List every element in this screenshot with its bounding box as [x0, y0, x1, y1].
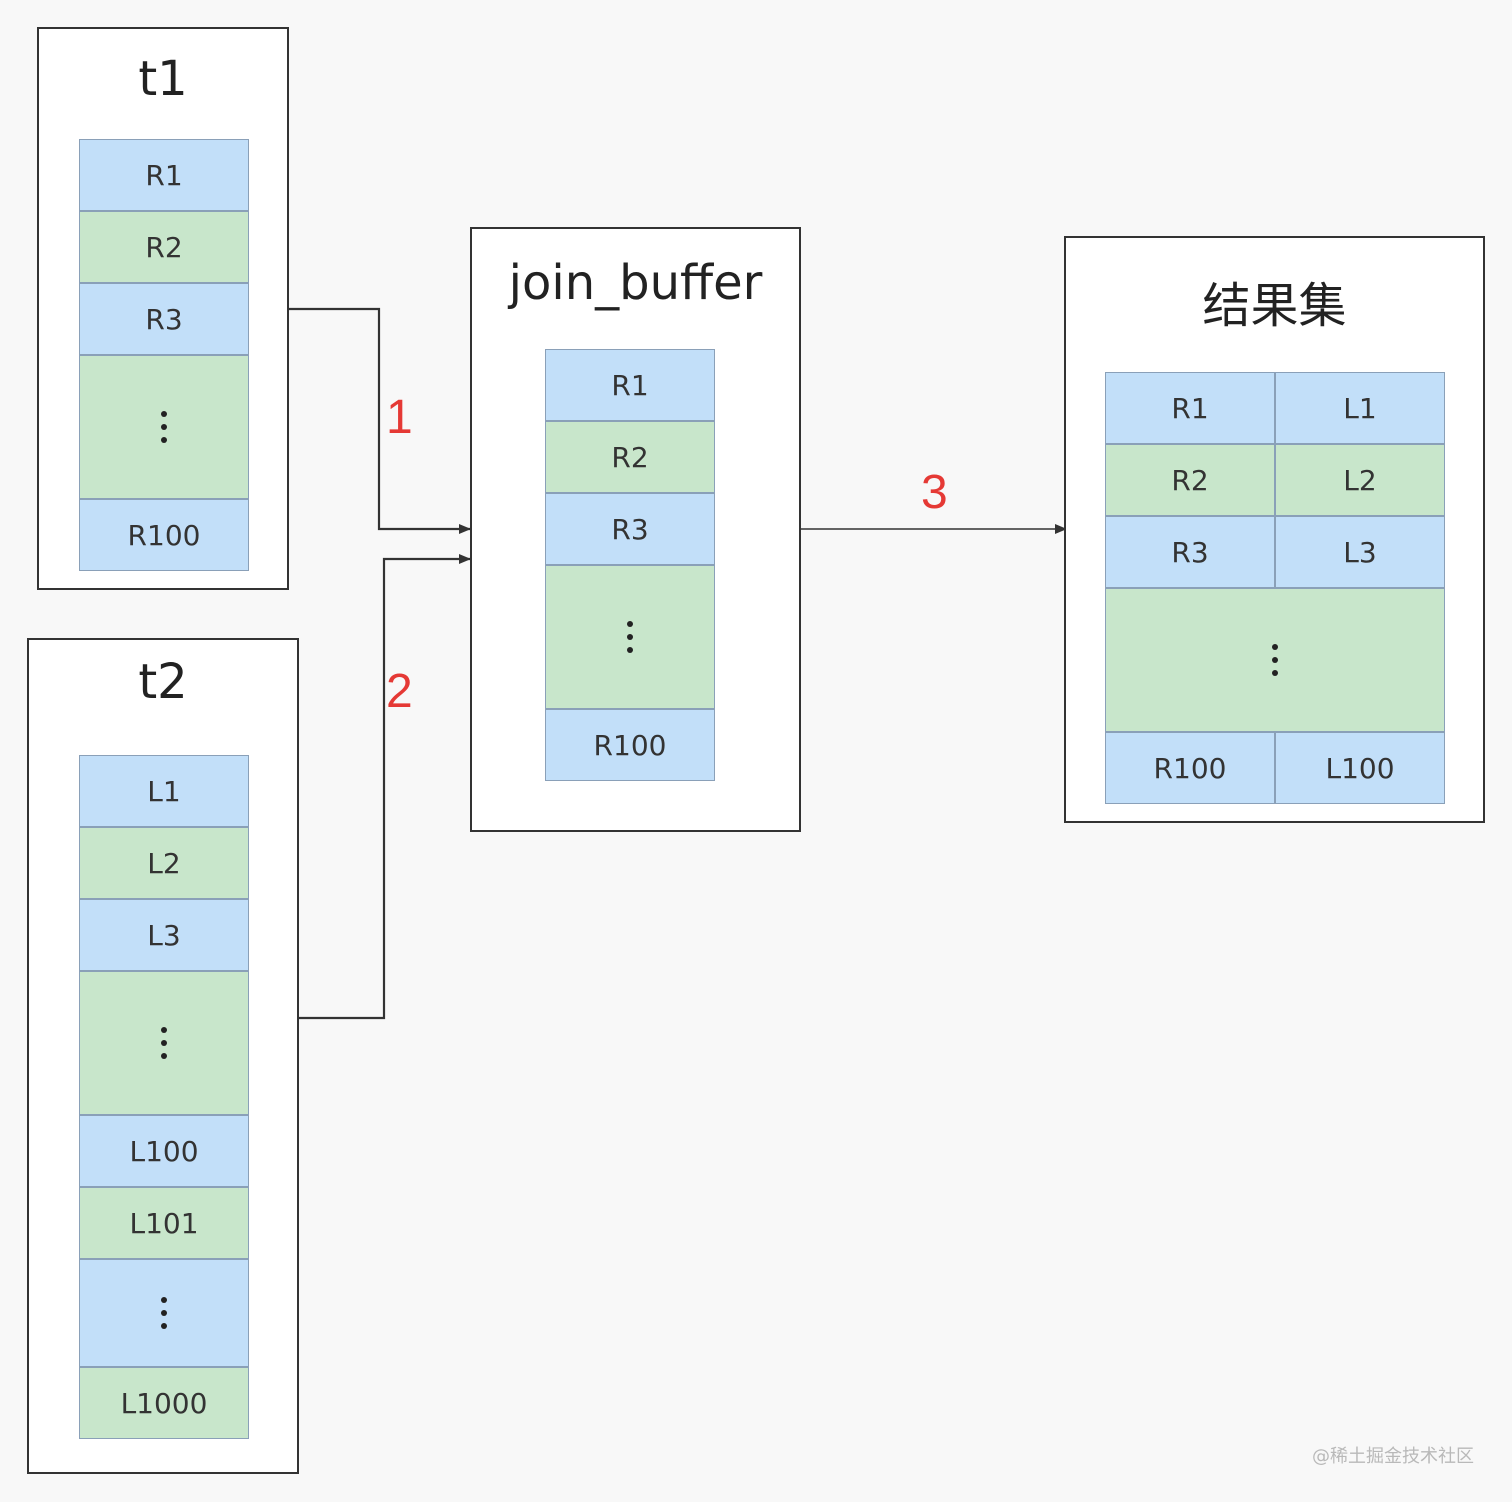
t2-ellipsis-row — [79, 1259, 249, 1367]
result-left-cell: R100 — [1105, 732, 1275, 804]
result-left-cell: R2 — [1105, 444, 1275, 516]
result-right-cell: L1 — [1275, 372, 1445, 444]
join-buffer-row: R100 — [545, 709, 715, 781]
arrow-t1-to-join-buffer — [289, 307, 471, 534]
vertical-ellipsis-icon — [161, 1297, 167, 1329]
t2-row: L1000 — [79, 1367, 249, 1439]
step-label-2: 2 — [386, 665, 413, 718]
t2-ellipsis-row — [79, 971, 249, 1115]
result-set-title: 结果集 — [1202, 278, 1347, 334]
result-right-cell: L2 — [1275, 444, 1445, 516]
result-ellipsis-row — [1105, 588, 1445, 732]
t2-row: L101 — [79, 1187, 249, 1259]
vertical-ellipsis-icon — [161, 411, 167, 443]
step-label-3: 3 — [921, 466, 948, 519]
result-right-cell: L3 — [1275, 516, 1445, 588]
vertical-ellipsis-icon — [161, 1027, 167, 1059]
vertical-ellipsis-icon — [1272, 644, 1278, 676]
table-t2-title: t2 — [138, 654, 188, 710]
result-right-cell: L100 — [1275, 732, 1445, 804]
watermark: @稀土掘金技术社区 — [1312, 1446, 1474, 1467]
arrow-t2-to-join-buffer — [299, 554, 471, 1020]
t1-row: R3 — [79, 283, 249, 355]
result-left-cell: R1 — [1105, 372, 1275, 444]
t2-row: L100 — [79, 1115, 249, 1187]
join-buffer-title: join_buffer — [508, 255, 763, 311]
join-buffer-row: R3 — [545, 493, 715, 565]
table-t2: t2 L1 L2 L3 L100 L101 L1000 — [27, 638, 299, 1474]
t1-row: R100 — [79, 499, 249, 571]
join-buffer-row: R1 — [545, 349, 715, 421]
t2-row: L3 — [79, 899, 249, 971]
t1-row: R2 — [79, 211, 249, 283]
vertical-ellipsis-icon — [627, 621, 633, 653]
result-left-cell: R3 — [1105, 516, 1275, 588]
join-buffer-row: R2 — [545, 421, 715, 493]
table-t1: t1 R1 R2 R3 R100 — [37, 27, 289, 590]
t1-row: R1 — [79, 139, 249, 211]
t1-ellipsis-row — [79, 355, 249, 499]
result-set: 结果集 R1 L1 R2 L2 R3 L3 R100 L100 — [1064, 236, 1485, 823]
t2-row: L2 — [79, 827, 249, 899]
step-label-1: 1 — [386, 391, 413, 444]
t2-row: L1 — [79, 755, 249, 827]
join-buffer-ellipsis-row — [545, 565, 715, 709]
join-buffer: join_buffer R1 R2 R3 R100 — [470, 227, 801, 832]
table-t1-title: t1 — [138, 51, 188, 107]
